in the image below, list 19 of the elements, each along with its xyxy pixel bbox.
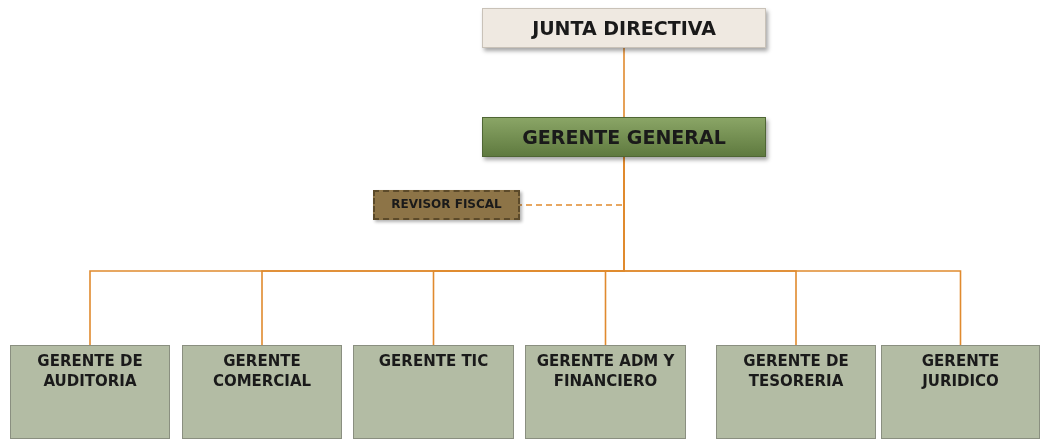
connector-line: [623, 47, 625, 118]
department-box: [881, 345, 1040, 439]
general-manager-box: [482, 117, 766, 157]
node-label: GERENTE DE TESORERIA: [742, 352, 850, 391]
node-label: GERENTE JURIDICO: [920, 352, 1001, 391]
department-box: [716, 345, 876, 439]
department-box: [525, 345, 686, 439]
department-box: [10, 345, 170, 439]
node-label: GERENTE GENERAL: [522, 126, 726, 148]
node-label: GERENTE COMERCIAL: [211, 352, 313, 391]
node-label: JUNTA DIRECTIVA: [532, 17, 716, 39]
node-label: REVISOR FISCAL: [391, 198, 502, 212]
node-label: GERENTE DE AUDITORIA: [36, 352, 144, 391]
auditor-box: [373, 190, 520, 220]
node-label: GERENTE TIC: [378, 352, 489, 372]
department-box: [182, 345, 342, 439]
department-box: [353, 345, 514, 439]
node-label: GERENTE ADM Y FINANCIERO: [535, 352, 676, 391]
board-box: [482, 8, 766, 48]
